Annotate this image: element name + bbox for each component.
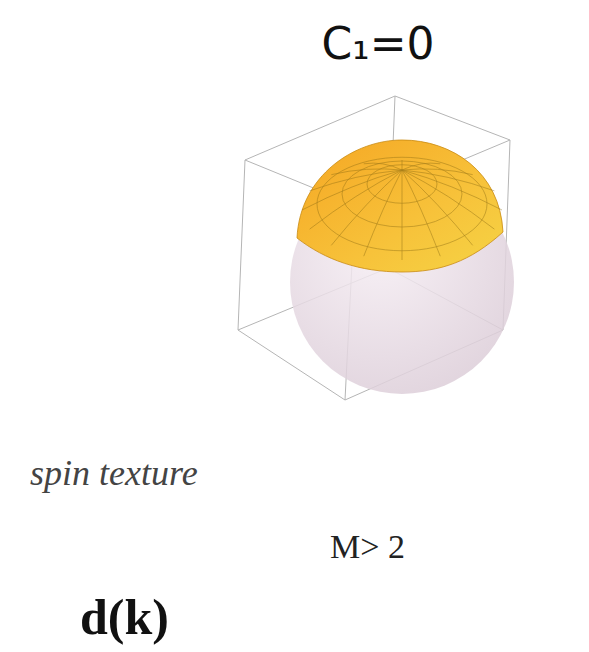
vector-label: d(k): [80, 588, 169, 646]
caption-label: spin texture: [30, 452, 198, 494]
parameter-label: M> 2: [330, 528, 405, 566]
spin-texture-cap: [297, 140, 503, 272]
chern-number-title: C₁=0: [321, 18, 434, 69]
